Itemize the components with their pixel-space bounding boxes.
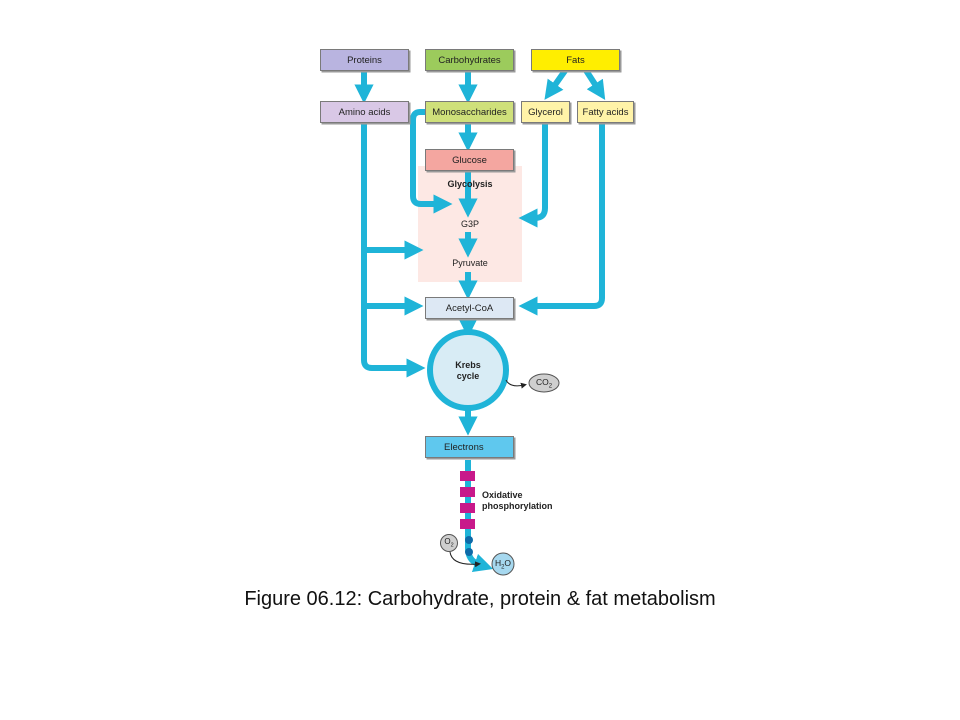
arrow-fatty-acids-to-acetyl-coa	[518, 124, 605, 316]
acetyl-coa-box: Acetyl-CoA	[425, 297, 514, 319]
acetyl-coa-label: Acetyl-CoA	[445, 302, 494, 314]
amino-acids-label: Amino acids	[338, 106, 391, 118]
arrow-glycerol-to-g3p	[518, 124, 548, 228]
proteins-box: Proteins	[320, 49, 409, 71]
oxphos-line2: phosphorylation	[482, 501, 553, 511]
o2-bubble	[440, 534, 458, 552]
fats-label: Fats	[566, 54, 585, 66]
co2-bubble	[528, 373, 560, 393]
monosaccharides-label: Monosaccharides	[432, 106, 507, 118]
figure-caption: Figure 06.12: Carbohydrate, protein & fa…	[244, 588, 716, 610]
electrons-box: Electrons	[425, 436, 514, 458]
glycerol-label: Glycerol	[528, 106, 563, 118]
arrow-krebs-to-co2	[505, 379, 527, 389]
oxphos-line1: Oxidative	[482, 490, 523, 500]
h2o-bubble	[491, 552, 515, 576]
fatty-acids-box: Fatty acids	[577, 101, 634, 123]
o2-label: O2	[437, 537, 461, 549]
monosaccharides-box: Monosaccharides	[425, 101, 514, 123]
carbohydrates-box: Carbohydrates	[425, 49, 514, 71]
membrane-complexes	[460, 471, 475, 529]
co2-main: CO	[535, 377, 549, 387]
krebs-label-line2: cycle	[456, 371, 480, 381]
h2o-sub: 2	[501, 564, 505, 571]
glycolysis-title: Glycolysis	[447, 179, 493, 189]
glycerol-box: Glycerol	[521, 101, 570, 123]
h2o-post: O	[504, 558, 512, 568]
fats-box: Fats	[531, 49, 620, 71]
proteins-label: Proteins	[347, 54, 382, 66]
membrane-complex	[460, 503, 475, 513]
arrow-amino-acids-to-krebs	[361, 124, 426, 378]
krebs-label-line1: Krebs	[455, 360, 481, 370]
electron-dot	[465, 536, 473, 544]
carbohydrates-label: Carbohydrates	[438, 54, 501, 66]
co2-label: CO2	[529, 377, 559, 390]
g3p-label: G3P	[460, 219, 479, 229]
membrane-complex	[460, 519, 475, 529]
h2o-pre: H	[494, 558, 502, 568]
arrow-monosaccharides-to-g3p	[410, 109, 453, 214]
electron-dot	[465, 548, 473, 556]
krebs-cycle-label: Krebs cycle	[438, 360, 498, 382]
oxphos-label: Oxidative phosphorylation	[482, 490, 553, 512]
electrons-label: Electrons	[444, 441, 484, 453]
krebs-cycle-circle	[427, 329, 509, 411]
o2-main: O	[444, 537, 451, 546]
glucose-box: Glucose	[425, 149, 514, 171]
pyruvate-label: Pyruvate	[452, 258, 488, 268]
amino-acids-box: Amino acids	[320, 101, 409, 123]
glucose-label: Glucose	[452, 154, 487, 166]
fatty-acids-label: Fatty acids	[582, 106, 629, 118]
o2-sub: 2	[450, 542, 454, 549]
membrane-complex	[460, 471, 475, 481]
co2-sub: 2	[548, 383, 553, 390]
h2o-label: H2O	[489, 558, 517, 571]
arrow-o2-to-h2o	[449, 551, 481, 568]
membrane-complex	[460, 487, 475, 497]
